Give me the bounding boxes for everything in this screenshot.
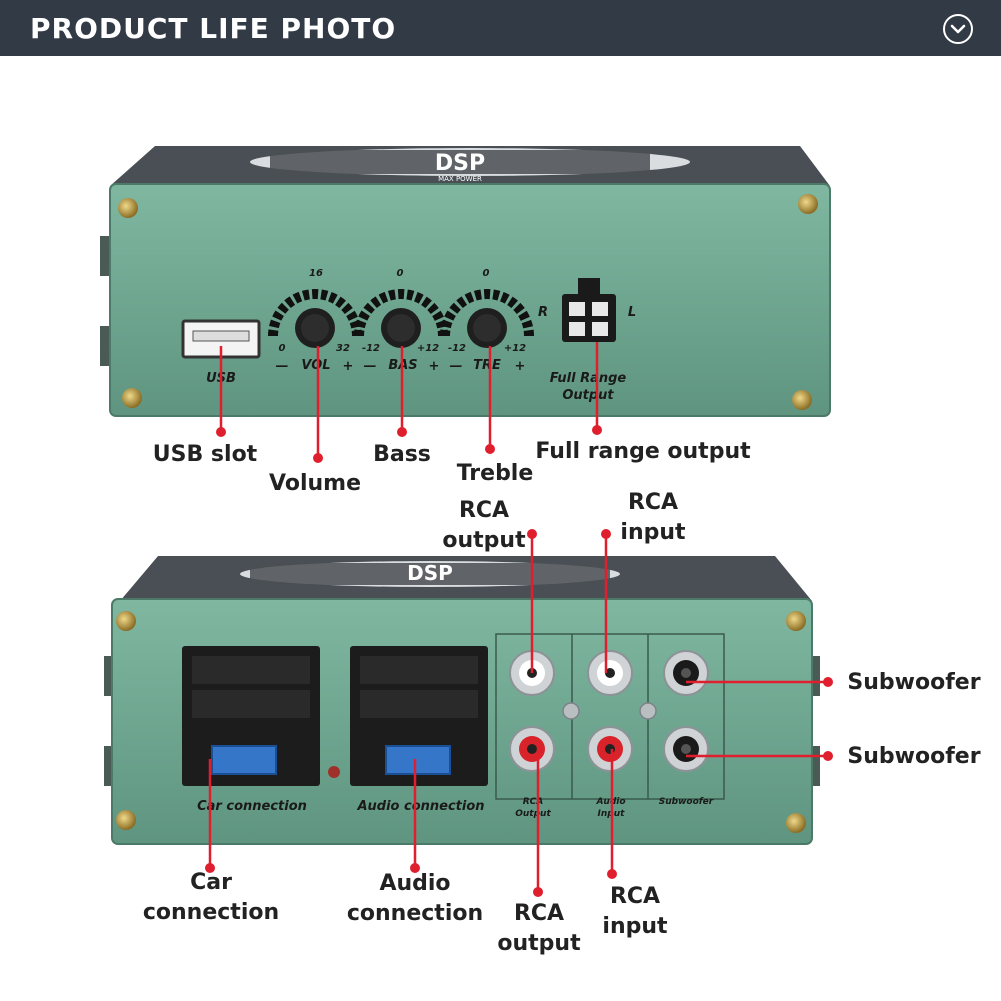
callout-audio-connection: Audio connection bbox=[346, 871, 484, 926]
audio-connector: Audio connection bbox=[350, 646, 488, 814]
svg-text:+12: +12 bbox=[504, 343, 526, 354]
svg-text:16: 16 bbox=[309, 268, 323, 279]
svg-text:R: R bbox=[538, 305, 548, 320]
svg-text:L: L bbox=[628, 305, 636, 320]
dsp-logo: DSP MAX POWER bbox=[250, 148, 690, 183]
product-photo: DSP MAX POWER USB 16 0 32 VOL — bbox=[0, 56, 1001, 1001]
vol-knob: 16 0 32 VOL — + bbox=[268, 268, 362, 374]
svg-text:+12: +12 bbox=[417, 343, 439, 354]
screw-icon bbox=[562, 702, 580, 720]
device-illustration: DSP MAX POWER USB 16 0 32 VOL — bbox=[100, 146, 833, 897]
svg-text:Subwoofer: Subwoofer bbox=[659, 797, 714, 807]
back-logo: DSP bbox=[240, 561, 620, 587]
callout-rca-output-bottom: RCA output bbox=[497, 901, 581, 956]
svg-text:—: — bbox=[276, 359, 289, 374]
svg-text:Car connection: Car connection bbox=[197, 799, 307, 814]
subwoofer-jacks: Subwoofer bbox=[659, 650, 714, 807]
callout-usb-slot: USB slot bbox=[152, 442, 258, 467]
svg-text:0: 0 bbox=[279, 343, 286, 354]
svg-text:Audio: Audio bbox=[595, 797, 625, 807]
svg-text:—: — bbox=[450, 359, 463, 374]
svg-text:Full Range: Full Range bbox=[550, 371, 627, 386]
callout-rca-input-bottom: RCA input bbox=[602, 884, 668, 939]
callout-subwoofer-2: Subwoofer bbox=[847, 744, 981, 769]
car-connector: Car connection bbox=[182, 646, 320, 814]
svg-text:Output: Output bbox=[562, 388, 614, 403]
callout-treble: Treble bbox=[456, 461, 534, 486]
screw-icon bbox=[122, 388, 142, 408]
tre-knob: 0 -12 +12 TRE — + bbox=[440, 268, 534, 374]
svg-text:RCA: RCA bbox=[523, 797, 544, 807]
chevron-down-circle-icon[interactable] bbox=[943, 14, 973, 44]
tre-label: TRE bbox=[473, 358, 501, 373]
screw-icon bbox=[786, 611, 806, 631]
svg-text:32: 32 bbox=[336, 343, 350, 354]
callout-subwoofer-1: Subwoofer bbox=[847, 670, 981, 695]
callout-car-connection: Car connection bbox=[142, 870, 280, 925]
svg-text:+: + bbox=[429, 359, 440, 374]
callout-rca-output-top: RCA output bbox=[442, 498, 526, 553]
screw-icon bbox=[792, 390, 812, 410]
callout-full-range-output: Full range output bbox=[535, 439, 751, 464]
brand-text: MAX POWER bbox=[438, 175, 482, 183]
device-back: DSP Car connection Audio connection bbox=[104, 556, 820, 845]
header-bar: PRODUCT LIFE PHOTO bbox=[0, 0, 1001, 56]
callout-rca-input-top: RCA input bbox=[620, 490, 686, 545]
svg-text:-12: -12 bbox=[362, 343, 380, 354]
full-range-connector: R L Full Range Output bbox=[538, 278, 636, 403]
callout-volume: Volume bbox=[269, 471, 361, 496]
screw-icon bbox=[786, 813, 806, 833]
svg-text:DSP: DSP bbox=[407, 561, 453, 585]
svg-text:—: — bbox=[364, 359, 377, 374]
svg-text:Output: Output bbox=[515, 809, 551, 819]
logo-text: DSP bbox=[435, 151, 485, 176]
device-front: DSP MAX POWER USB 16 0 32 VOL — bbox=[100, 146, 831, 417]
screw-icon bbox=[118, 198, 138, 218]
rca-panel bbox=[495, 633, 725, 800]
callout-bass: Bass bbox=[373, 442, 431, 467]
rca-input-jacks: Audio Input bbox=[587, 650, 633, 819]
page-title: PRODUCT LIFE PHOTO bbox=[30, 12, 397, 45]
svg-text:+: + bbox=[343, 359, 354, 374]
screw-icon bbox=[798, 194, 818, 214]
svg-text:Audio connection: Audio connection bbox=[356, 799, 484, 814]
callout-lines bbox=[205, 342, 833, 897]
svg-text:+: + bbox=[515, 359, 526, 374]
svg-text:0: 0 bbox=[483, 268, 490, 279]
screw-icon bbox=[639, 702, 657, 720]
svg-text:-12: -12 bbox=[448, 343, 466, 354]
screw-icon bbox=[116, 810, 136, 830]
vol-label: VOL bbox=[301, 358, 330, 373]
screw-icon bbox=[116, 611, 136, 631]
led-icon bbox=[328, 766, 340, 778]
svg-text:0: 0 bbox=[397, 268, 404, 279]
